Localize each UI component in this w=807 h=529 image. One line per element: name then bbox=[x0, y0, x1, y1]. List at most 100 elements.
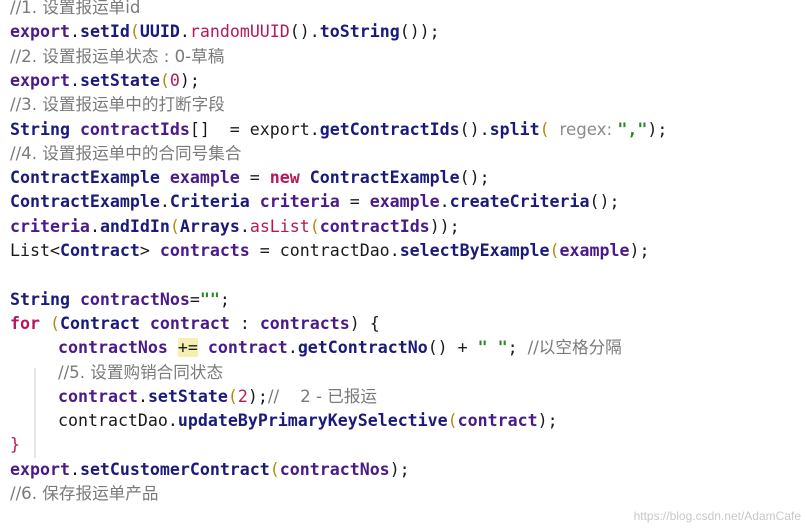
code-token: createCriteria bbox=[449, 192, 590, 212]
code-line: ContractExample.Criteria criteria = exam… bbox=[10, 190, 620, 214]
code-token: ContractExample bbox=[10, 192, 160, 212]
code-line: //6. 保存报运单产品 bbox=[10, 482, 158, 506]
code-token: (). bbox=[459, 119, 490, 139]
code-token: ; bbox=[219, 289, 230, 309]
code-token: contract bbox=[149, 313, 230, 333]
code-line: //3. 设置报运单中的打断字段 bbox=[10, 93, 225, 117]
code-token: regex: bbox=[559, 119, 618, 139]
code-token: split bbox=[489, 119, 540, 139]
code-token: (); bbox=[589, 192, 620, 212]
code-token: criteria bbox=[259, 192, 340, 212]
code-token: ); bbox=[537, 411, 558, 431]
code-token: . bbox=[309, 119, 320, 139]
code-token: contractNos bbox=[58, 338, 178, 358]
code-token: new bbox=[269, 168, 310, 188]
code-token: List< bbox=[10, 241, 60, 260]
code-token: ( bbox=[539, 119, 560, 139]
code-token: //以空格分隔 bbox=[527, 338, 622, 358]
code-token: contractNos bbox=[279, 459, 390, 479]
code-token: . bbox=[287, 338, 298, 358]
code-token: Contract bbox=[59, 313, 150, 333]
code-token: updateByPrimaryKeySelective bbox=[177, 411, 448, 431]
code-token: 2 bbox=[237, 386, 248, 406]
code-token: . bbox=[179, 22, 190, 42]
code-token: ( bbox=[49, 313, 60, 333]
code-token: . bbox=[89, 216, 100, 236]
code-line: String contractIds[] = export.getContrac… bbox=[10, 118, 667, 142]
code-token: . bbox=[69, 459, 80, 479]
code-token: contractDao bbox=[279, 241, 390, 260]
code-token: //1. 设置报运单id bbox=[10, 0, 141, 17]
code-token: contract bbox=[58, 386, 138, 406]
code-line: ContractExample example = new ContractEx… bbox=[10, 166, 490, 190]
code-token: "" bbox=[199, 289, 220, 309]
code-token: ( bbox=[169, 216, 180, 236]
code-line: criteria.andIdIn(Arrays.asList(contractI… bbox=[10, 215, 460, 239]
code-token: //6. 保存报运单产品 bbox=[10, 484, 159, 503]
code-line: export.setCustomerContract(contractNos); bbox=[10, 458, 410, 482]
code-token: = bbox=[339, 192, 370, 212]
code-token: "," bbox=[617, 119, 648, 139]
code-line: //4. 设置报运单中的合同号集合 bbox=[10, 142, 241, 166]
code-token: contractIds bbox=[319, 216, 430, 236]
code-token: setId bbox=[79, 22, 130, 42]
code-token: ( bbox=[447, 411, 458, 431]
watermark: https://blog.csdn.net/AdamCafe bbox=[633, 509, 801, 523]
code-token: [] = bbox=[189, 119, 250, 139]
code-token: . bbox=[239, 216, 250, 236]
code-token: : bbox=[229, 313, 260, 333]
code-token: Arrays bbox=[179, 216, 240, 236]
code-line: contract.setState(2);// 2 - 已报运 bbox=[58, 385, 377, 409]
code-token: (). bbox=[289, 22, 320, 42]
code-token: getContractNo bbox=[297, 338, 428, 358]
code-token: () + bbox=[427, 338, 478, 358]
code-token: //4. 设置报运单中的合同号集合 bbox=[10, 143, 242, 163]
code-token: ContractExample bbox=[309, 168, 460, 188]
code-token: UUID bbox=[139, 22, 180, 42]
code-token: ( bbox=[227, 386, 238, 406]
code-token: . bbox=[389, 241, 400, 260]
code-token: ( bbox=[159, 70, 170, 90]
code-token: contract bbox=[207, 338, 288, 358]
indent-guide bbox=[34, 368, 36, 458]
code-line: //5. 设置购销合同状态 bbox=[58, 361, 223, 385]
code-token: = bbox=[189, 289, 200, 309]
code-token: 0 bbox=[169, 70, 180, 90]
code-token: selectByExample bbox=[399, 241, 550, 260]
code-token: ()); bbox=[399, 22, 440, 42]
code-token: " " bbox=[477, 338, 508, 358]
code-token: setState bbox=[147, 386, 228, 406]
code-token: ( bbox=[269, 459, 280, 479]
code-token: setCustomerContract bbox=[79, 459, 270, 479]
code-token: //2. 设置报运单状态 : 0-草稿 bbox=[10, 46, 225, 66]
code-token: contract bbox=[457, 411, 538, 431]
code-line: List<Contract> contracts = contractDao.s… bbox=[10, 239, 649, 263]
code-line: String contractNos=""; bbox=[10, 288, 230, 312]
code-token: String bbox=[10, 119, 80, 139]
code-token: ); bbox=[647, 119, 668, 139]
code-line: for (Contract contract : contracts) { bbox=[10, 312, 380, 336]
code-token: example bbox=[369, 192, 440, 212]
code-token: andIdIn bbox=[99, 216, 170, 236]
code-line: contractNos += contract.getContractNo() … bbox=[58, 336, 622, 360]
code-token: . bbox=[69, 70, 80, 90]
code-token: += bbox=[177, 338, 198, 358]
code-line: export.setState(0); bbox=[10, 69, 200, 93]
code-token: String bbox=[10, 289, 80, 309]
code-line: } bbox=[10, 433, 20, 457]
code-token: . bbox=[137, 386, 148, 406]
code-token: )); bbox=[429, 216, 460, 236]
code-token: export bbox=[10, 459, 70, 479]
code-line: //1. 设置报运单id bbox=[10, 0, 140, 20]
code-token: contractIds bbox=[79, 119, 190, 139]
code-token: criteria bbox=[10, 216, 90, 236]
code-token: ContractExample bbox=[10, 168, 170, 188]
code-token: asList bbox=[249, 216, 310, 236]
code-token: example bbox=[559, 241, 630, 260]
code-line: contractDao.updateByPrimaryKeySelective(… bbox=[58, 409, 558, 433]
code-token: ; bbox=[507, 338, 528, 358]
code-token: (); bbox=[459, 168, 490, 188]
code-token: } bbox=[10, 435, 20, 455]
code-token: . bbox=[69, 22, 80, 42]
code-token: // 2 - 已报运 bbox=[267, 386, 378, 406]
